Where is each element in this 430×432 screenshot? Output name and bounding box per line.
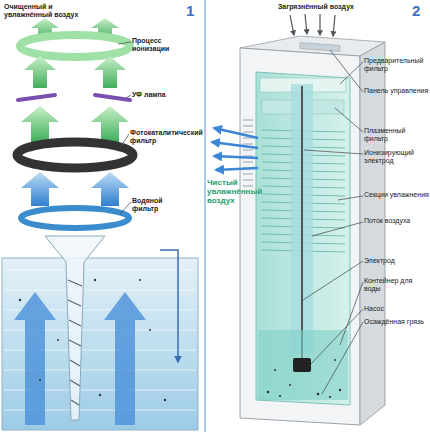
pump: [293, 358, 311, 372]
water-container: [258, 330, 348, 400]
part-label: Поток воздуха: [364, 217, 430, 225]
water-filter-ring: [21, 208, 129, 228]
air-grille: [243, 120, 253, 186]
heading-label: Загрязнённый воздух: [268, 3, 364, 11]
part-label: Плазменный фильтр: [364, 127, 430, 143]
tank-arrows: [14, 292, 146, 425]
output-label: Чистый увлажнённый воздух: [207, 178, 255, 205]
part-label: Водяной фильтр: [132, 197, 184, 213]
incoming-air-arrows: [290, 14, 335, 36]
part-label: Насос: [364, 305, 430, 313]
panel-number: 1: [186, 3, 202, 19]
control-panel: [300, 43, 340, 52]
part-label: Процесс ионизации: [132, 37, 184, 53]
panel-number: 2: [412, 3, 428, 19]
panel-divider: [204, 0, 205, 432]
heading-label: Очищенный и увлажнённый воздух: [4, 3, 86, 19]
part-label: Секции увлажнения: [364, 191, 430, 199]
part-label: Панель управления: [364, 87, 430, 95]
cutaway-interior: [256, 72, 350, 405]
water-tank: [2, 258, 198, 430]
part-label: Предварительный фильтр: [364, 57, 430, 73]
blue-arrows: [21, 172, 129, 206]
photocatalytic-ring: [17, 142, 133, 168]
green-arrows: [24, 56, 126, 88]
funnel-spiral: [68, 280, 82, 405]
part-label: Фотокаталитический фильтр: [130, 129, 204, 145]
part-label: Осаждённая грязь: [364, 318, 430, 326]
return-arrow: [160, 250, 178, 362]
leader-lines: [118, 42, 131, 214]
part-label: Ионизирующий электрод: [364, 149, 430, 165]
settled-dirt: [267, 359, 341, 398]
electrode: [301, 86, 303, 358]
clean-air-arrows: [212, 128, 258, 170]
part-label: Электрод: [364, 257, 430, 265]
device-side: [360, 42, 385, 425]
leader-lines: [303, 50, 363, 394]
green-arrows: [21, 106, 129, 142]
device-front: [240, 48, 360, 425]
dirt-particles: [19, 279, 166, 401]
spiral-funnel: [45, 236, 105, 420]
ionization-ring: [20, 35, 130, 57]
part-label: УФ лампа: [132, 91, 184, 99]
part-label: Контейнер для воды: [364, 277, 430, 293]
uv-lamp: [18, 95, 130, 100]
